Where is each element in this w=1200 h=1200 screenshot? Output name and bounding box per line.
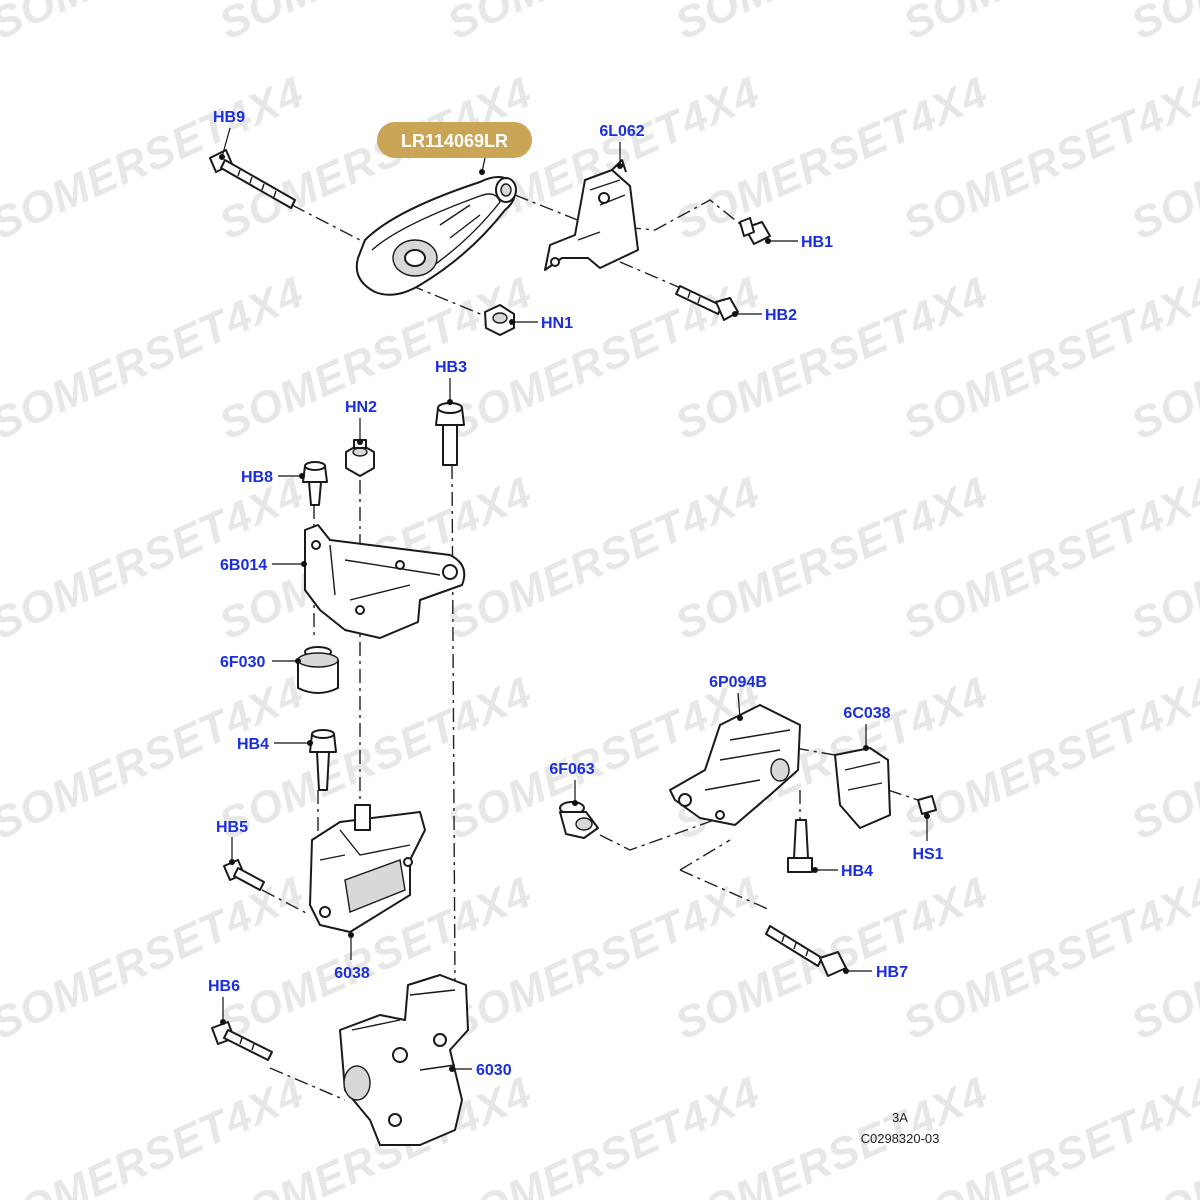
- part-labels: HB9 6L062 HB1 HB2 HN1 HB3 HN2 HB8 6B014 …: [208, 109, 944, 1079]
- label-hb1[interactable]: HB1: [801, 234, 833, 251]
- bush-6f030: [297, 646, 339, 694]
- label-hb4-upper[interactable]: HB4: [237, 736, 269, 753]
- label-6b014[interactable]: 6B014: [220, 557, 267, 574]
- leader-lines: [219, 127, 930, 1072]
- label-hn1[interactable]: HN1: [541, 315, 573, 332]
- label-hb6[interactable]: HB6: [208, 978, 240, 995]
- bracket-6b014: [304, 524, 466, 639]
- bolt-hb9: [209, 149, 296, 209]
- label-hb9[interactable]: HB9: [213, 109, 245, 126]
- label-6c038[interactable]: 6C038: [843, 705, 890, 722]
- label-hb8[interactable]: HB8: [241, 469, 273, 486]
- label-hb5[interactable]: HB5: [216, 819, 248, 836]
- label-6f063[interactable]: 6F063: [549, 761, 594, 778]
- label-6l062[interactable]: 6L062: [599, 123, 644, 140]
- center-lines: [261, 194, 919, 1101]
- label-hn2[interactable]: HN2: [345, 399, 377, 416]
- bolt-hb6: [211, 1021, 273, 1061]
- label-hb2[interactable]: HB2: [765, 307, 797, 324]
- label-hs1[interactable]: HS1: [912, 846, 943, 863]
- bush-6f063: [559, 801, 599, 839]
- label-hb3[interactable]: HB3: [435, 359, 467, 376]
- bolt-hb4-lower: [787, 819, 813, 873]
- heatshield-6c038: [834, 747, 891, 829]
- label-6030[interactable]: 6030: [476, 1062, 512, 1079]
- nut-hn2: [345, 439, 375, 477]
- torque-rod-lr114069lr: [355, 176, 517, 296]
- bolt-hb1: [739, 217, 771, 245]
- label-6038[interactable]: 6038: [334, 965, 370, 982]
- bolt-hb8: [302, 461, 328, 506]
- bolt-hb2: [675, 285, 739, 321]
- bracket-6p094b: [669, 704, 801, 826]
- bolt-hb4-upper: [309, 729, 337, 791]
- bolt-hb5: [223, 859, 265, 891]
- mount-6038: [309, 804, 426, 933]
- bracket-6030: [339, 974, 469, 1146]
- highlight-part-badge[interactable]: LR114069LR: [377, 122, 532, 158]
- label-hb7[interactable]: HB7: [876, 964, 908, 981]
- label-6f030[interactable]: 6F030: [220, 654, 265, 671]
- label-hb4-lower[interactable]: HB4: [841, 863, 873, 880]
- label-6p094b[interactable]: 6P094B: [709, 674, 767, 691]
- sheet-number: 3A: [892, 1110, 908, 1125]
- drawing-code: C0298320-03: [861, 1131, 940, 1146]
- highlight-part-number: LR114069LR: [401, 131, 508, 151]
- watermark-text: SOMERSET4X4: [1124, 0, 1200, 49]
- nut-hn1: [484, 304, 515, 336]
- screw-hs1: [917, 795, 937, 815]
- bracket-6l062: [544, 159, 639, 271]
